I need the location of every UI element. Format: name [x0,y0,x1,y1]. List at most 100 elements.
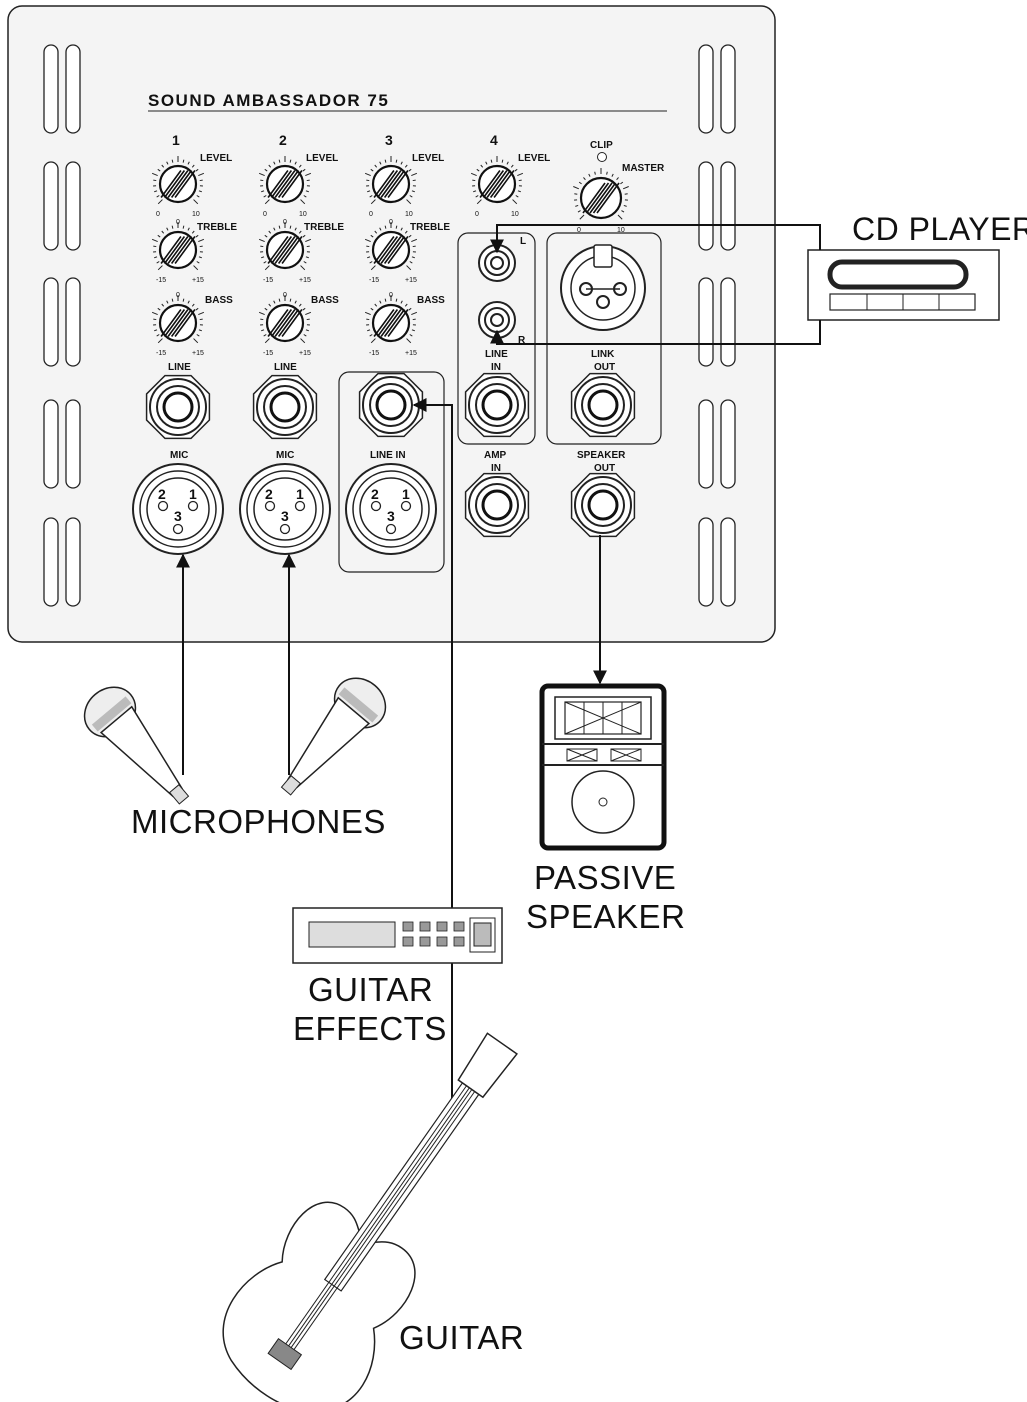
ch1-treble-label: TREBLE [197,222,237,233]
ch2-mic-xlr[interactable]: 2 13 [239,463,331,555]
panel-title: SOUND AMBASSADOR 75 [148,91,389,110]
ch1-treble-knob-min-label: -15 [156,277,166,284]
ch3-level-knob-min-label: 0 [369,211,373,218]
ch3-input-group [338,371,445,573]
effects-button [402,921,414,932]
ch2-mic-label: MIC [276,450,294,461]
ch1-line-label: LINE [168,362,191,373]
ch2-mic-xlr-pin-label: 2 [265,486,273,502]
channel-2-number: 2 [279,132,287,148]
ch2-bass-knob-center-label: 0 [283,292,287,299]
ch1-mic-xlr[interactable]: 2 13 [132,463,224,555]
amp-in-label-1: AMP [484,450,507,461]
ch2-level-knob[interactable]: 0 10 [258,156,312,218]
ch3-treble-knob-min-label: -15 [369,277,379,284]
ch1-bass-knob-center-label: 0 [176,292,180,299]
ch2-level-label: LEVEL [306,153,338,164]
ch1-mic-xlr-pin-label: 3 [174,508,182,524]
passive-speaker-icon [539,683,667,851]
ch4-level-knob-min-label: 0 [475,211,479,218]
effects-button [436,936,448,947]
ch2-level-knob-max-label: 10 [299,211,307,218]
ch1-line-jack[interactable] [145,374,211,440]
ch3-level-knob-max-label: 10 [405,211,413,218]
ch3-line-in-xlr-pin-label: 2 [371,486,379,502]
ch2-bass-knob-max-label: +15 [299,350,311,357]
effects-button [419,936,431,947]
passive-speaker-label-1: PASSIVE [534,859,676,896]
ch2-mic-xlr-pin-label: 1 [296,486,304,502]
ch1-bass-label: BASS [205,295,233,306]
ch3-treble-label: TREBLE [410,222,450,233]
link-xlr-connector[interactable] [560,244,646,331]
speaker-out-label-1: SPEAKER [577,450,626,461]
ch3-line-jack[interactable] [358,372,424,438]
ch3-level-knob[interactable]: 0 10 [364,156,418,218]
ch2-bass-knob-min-label: -15 [263,350,273,357]
amp-in-jack[interactable] [464,472,530,538]
guitar-label: GUITAR [399,1319,524,1356]
ch4-level-label: LEVEL [518,153,550,164]
line-in-label-2: IN [491,362,501,373]
speaker-out-jack[interactable] [570,472,636,538]
ch2-treble-knob[interactable]: -15+150 [258,219,312,284]
ch1-bass-knob-max-label: +15 [192,350,204,357]
ch2-mic-xlr-pin-label: 3 [281,508,289,524]
vent-slots [43,44,736,607]
master-knob-min-label: 0 [577,227,581,234]
amp-in-label-2: IN [491,463,501,474]
effects-button [453,921,465,932]
master-knob[interactable]: 0 10 [573,168,629,234]
ch2-treble-knob-max-label: +15 [299,277,311,284]
ch2-level-knob-min-label: 0 [263,211,267,218]
link-out-jack[interactable] [570,372,636,438]
ch1-mic-xlr-pin-label: 2 [158,486,166,502]
microphone-left-icon [83,686,190,805]
microphones-label: MICROPHONES [131,803,386,840]
guitar-effects-label-1: GUITAR [308,971,433,1008]
ch1-mic-xlr-pin-label: 1 [189,486,197,502]
guitar-effects-label-2: EFFECTS [293,1010,447,1047]
ch1-level-label: LEVEL [200,153,232,164]
cd-player-label: CD PLAYER [852,211,1027,247]
channel-1-number: 1 [172,132,180,148]
ch2-line-label: LINE [274,362,297,373]
ch1-level-knob[interactable]: 0 10 [151,156,205,218]
ch2-bass-knob[interactable]: -15 +15 0 [258,292,312,357]
line-in-l-label: L [520,236,526,247]
ch3-bass-knob[interactable]: -15+150 [364,292,418,357]
effects-button [436,921,448,932]
ch1-bass-knob-min-label: -15 [156,350,166,357]
cable-lines [176,224,821,1118]
ch2-treble-label: TREBLE [304,222,344,233]
effects-button [453,936,465,947]
rca-jack-right[interactable] [478,301,516,339]
ch3-bass-knob-center-label: 0 [389,292,393,299]
effects-button [402,936,414,947]
ch1-level-knob-min-label: 0 [156,211,160,218]
ch2-bass-label: BASS [311,295,339,306]
ch1-level-knob-max-label: 10 [192,211,200,218]
ch1-bass-knob[interactable]: -15 +15 0 [151,292,205,357]
line-in-jack[interactable] [464,372,530,438]
ch3-treble-knob[interactable]: -15+150 [364,219,418,284]
ch1-treble-knob[interactable]: -15+150 [151,219,205,284]
ch4-level-knob-max-label: 10 [511,211,519,218]
ch4-level-knob[interactable]: 0 10 [470,156,524,218]
effects-button [419,921,431,932]
master-label: MASTER [622,163,665,174]
channel-4-number: 4 [490,132,498,148]
ch3-line-in-label: LINE IN [370,450,406,461]
ch3-bass-knob-max-label: +15 [405,350,417,357]
passive-speaker-label-2: SPEAKER [526,898,685,935]
ch3-bass-label: BASS [417,295,445,306]
rca-jack-left[interactable] [478,244,516,282]
channel-3-number: 3 [385,132,393,148]
master-knob-max-label: 10 [617,227,625,234]
guitar-effects-unit-icon [292,907,503,964]
guitar-icon [222,1032,518,1402]
ch2-line-jack[interactable] [252,374,318,440]
cd-player-icon [807,249,1000,321]
